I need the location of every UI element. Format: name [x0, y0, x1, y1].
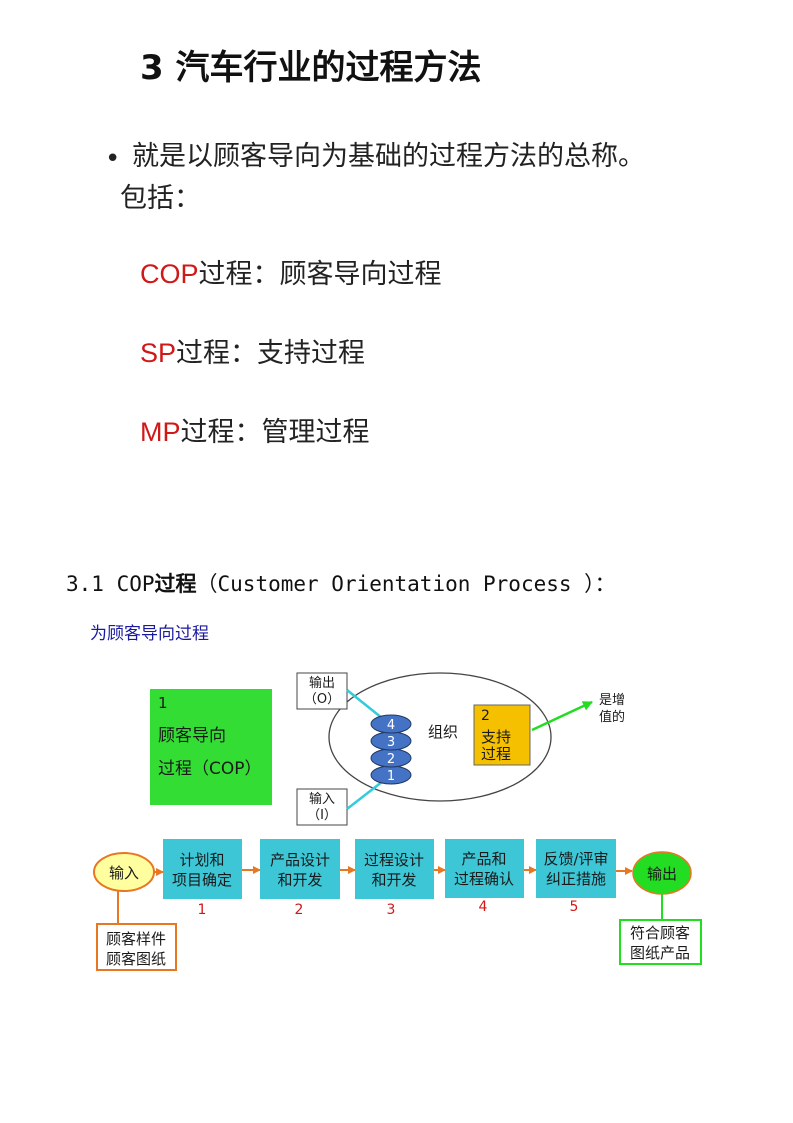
flow-step-4: 产品和 过程确认 4 [445, 839, 524, 915]
section-heading-cn: 过程 [154, 572, 197, 596]
stack-label-1: 1 [387, 769, 395, 784]
input-label-line2: （I） [307, 808, 337, 823]
stack-label-4: 4 [387, 718, 395, 733]
step-3-number: 3 [387, 902, 396, 918]
step-box-5 [536, 839, 616, 898]
step-5-number: 5 [570, 899, 579, 915]
output-note-box [619, 919, 702, 965]
process-item-sp: SP过程：支持过程 [140, 331, 365, 370]
step-5-line2: 纠正措施 [546, 870, 606, 888]
process-text-cop: 过程：顾客导向过程 [198, 259, 442, 290]
process-stack: 1 2 3 4 [370, 714, 412, 785]
sp-box-number: 2 [481, 708, 490, 724]
flow-input-label: 输入 [109, 864, 139, 882]
cop-box-line2: 过程（COP） [158, 759, 262, 779]
process-text-mp: 过程：管理过程 [180, 417, 370, 448]
step-3-line2: 和开发 [371, 871, 416, 889]
intro-line-2: 包括： [120, 183, 201, 214]
step-1-number: 1 [198, 902, 207, 918]
section-heading-suffix: （Customer Orientation Process ）： [196, 572, 616, 596]
input-label-line1: 输入 [309, 791, 335, 807]
step-4-number: 4 [479, 899, 488, 915]
process-abbr-sp: SP [140, 338, 177, 368]
input-note-line1: 顾客样件 [106, 930, 166, 948]
flow-output-label: 输出 [647, 865, 677, 883]
step-box-2 [260, 839, 340, 899]
sp-box-line2: 过程 [481, 745, 511, 763]
step-2-line2: 和开发 [277, 871, 322, 889]
input-label-box [296, 788, 348, 826]
cop-box-line1: 顾客导向 [158, 726, 226, 746]
input-connector [346, 777, 388, 810]
process-abbr-cop: COP [140, 259, 199, 289]
process-text-sp: 过程：支持过程 [176, 338, 366, 369]
sp-box-line1: 支持 [481, 728, 511, 746]
value-add-arrow [531, 700, 593, 732]
step-box-4 [445, 839, 524, 898]
step-1-line1: 计划和 [179, 851, 224, 869]
output-note-line1: 符合顾客 [630, 924, 690, 942]
step-box-3 [355, 839, 434, 899]
sp-box [473, 704, 531, 766]
intro-line-1: 就是以顾客导向为基础的过程方法的总称。 [132, 141, 645, 172]
step-4-line1: 产品和 [461, 850, 506, 868]
value-add-line2: 值的 [599, 709, 625, 725]
bullet-dot: • [105, 144, 121, 174]
section-heading-prefix: 3.1 COP [66, 572, 155, 596]
step-2-line1: 产品设计 [270, 851, 330, 869]
process-item-cop: COP过程：顾客导向过程 [140, 252, 442, 291]
step-box-1 [163, 839, 242, 899]
process-abbr-mp: MP [140, 417, 181, 447]
stack-label-2: 2 [387, 752, 395, 767]
flow-step-3: 过程设计 和开发 3 [355, 839, 434, 918]
input-note-line2: 顾客图纸 [106, 950, 166, 968]
flow-step-5: 反馈/评审 纠正措施 5 [536, 839, 616, 915]
section-heading: 3.1 COP过程（Customer Orientation Process ）… [66, 568, 616, 598]
output-note-line2: 图纸产品 [630, 944, 690, 962]
flow-step-1: 计划和 项目确定 1 [163, 839, 242, 918]
cop-box-number: 1 [158, 694, 168, 712]
stack-label-3: 3 [387, 735, 395, 750]
output-label-line1: 输出 [309, 675, 335, 691]
output-label-line2: （O） [304, 692, 340, 707]
section-subheading: 为顾客导向过程 [90, 624, 209, 644]
page-title: 3 汽车行业的过程方法 [140, 48, 482, 88]
step-1-line2: 项目确定 [172, 871, 232, 889]
input-note-box [96, 923, 177, 971]
flow-step-2: 产品设计 和开发 2 [260, 839, 340, 918]
step-3-line1: 过程设计 [364, 851, 424, 869]
process-item-mp: MP过程：管理过程 [140, 410, 370, 449]
stack-layer-4 [370, 714, 412, 734]
value-add-line1: 是增 [599, 693, 625, 708]
step-5-line1: 反馈/评审 [543, 850, 608, 868]
step-4-line2: 过程确认 [454, 870, 514, 888]
step-2-number: 2 [295, 902, 304, 918]
cop-box [150, 689, 272, 805]
organization-label: 组织 [428, 723, 458, 741]
